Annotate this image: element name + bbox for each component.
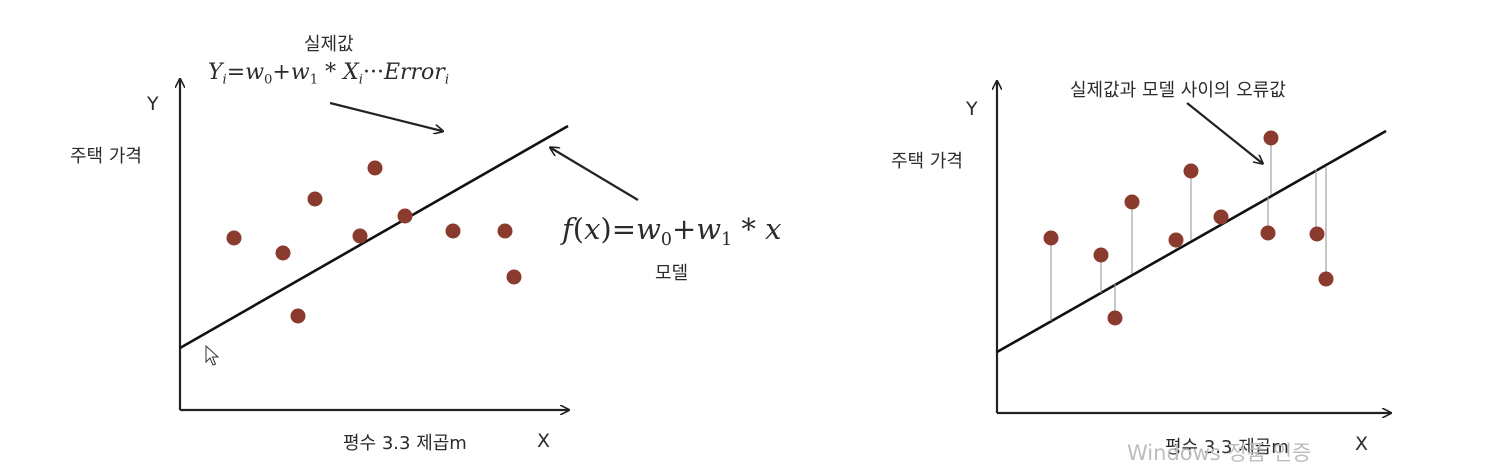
right-points (1043, 130, 1334, 326)
data-point (1309, 226, 1325, 242)
data-point (1043, 230, 1059, 246)
data-point (290, 308, 306, 324)
right-error-label: 실제값과 모델 사이의 오류값 (1070, 80, 1286, 101)
mouse-cursor-icon (205, 344, 220, 366)
left-y-axis-letter: Y (147, 93, 159, 115)
right-diagram (997, 82, 1390, 413)
left-model-label: 모델 (655, 263, 689, 284)
data-point (497, 223, 513, 239)
left-model-arrow (551, 148, 639, 201)
right-x-axis-label: 평수 3.3 제곱m (1165, 437, 1289, 458)
data-point (1168, 232, 1184, 248)
data-point (275, 245, 291, 261)
right-error-arrow (1186, 102, 1262, 163)
data-point (367, 160, 383, 176)
right-y-axis-letter: Y (966, 98, 978, 120)
left-model-formula: f(x)=w0+w1 * x (562, 212, 782, 251)
data-point (506, 269, 522, 285)
left-points (226, 160, 522, 324)
windows-activation-watermark: Windows 정품 인증 (1127, 441, 1312, 465)
data-point (307, 191, 323, 207)
data-point (1213, 209, 1229, 225)
data-point (352, 228, 368, 244)
data-point (226, 230, 242, 246)
data-point (1124, 194, 1140, 210)
left-model-line (179, 124, 569, 350)
data-point (1093, 247, 1109, 263)
left-actual-arrow (329, 101, 442, 131)
left-diagram (179, 80, 639, 410)
right-model-line (996, 129, 1387, 354)
right-y-axis-label: 주택 가격 (891, 151, 963, 172)
left-actual-formula: Yi=w0+w1 * Xi···Errori (208, 60, 450, 88)
left-x-axis-label: 평수 3.3 제곱m (343, 433, 467, 454)
data-point (1263, 130, 1279, 146)
data-point (1183, 163, 1199, 179)
data-point (445, 223, 461, 239)
left-actual-label: 실제값 (304, 34, 354, 55)
left-x-axis-letter: X (537, 430, 551, 452)
data-point (1260, 225, 1276, 241)
data-point (1107, 310, 1123, 326)
data-point (397, 208, 413, 224)
left-y-axis-label: 주택 가격 (70, 146, 142, 167)
data-point (1318, 271, 1334, 287)
right-x-axis-letter: X (1355, 433, 1369, 455)
